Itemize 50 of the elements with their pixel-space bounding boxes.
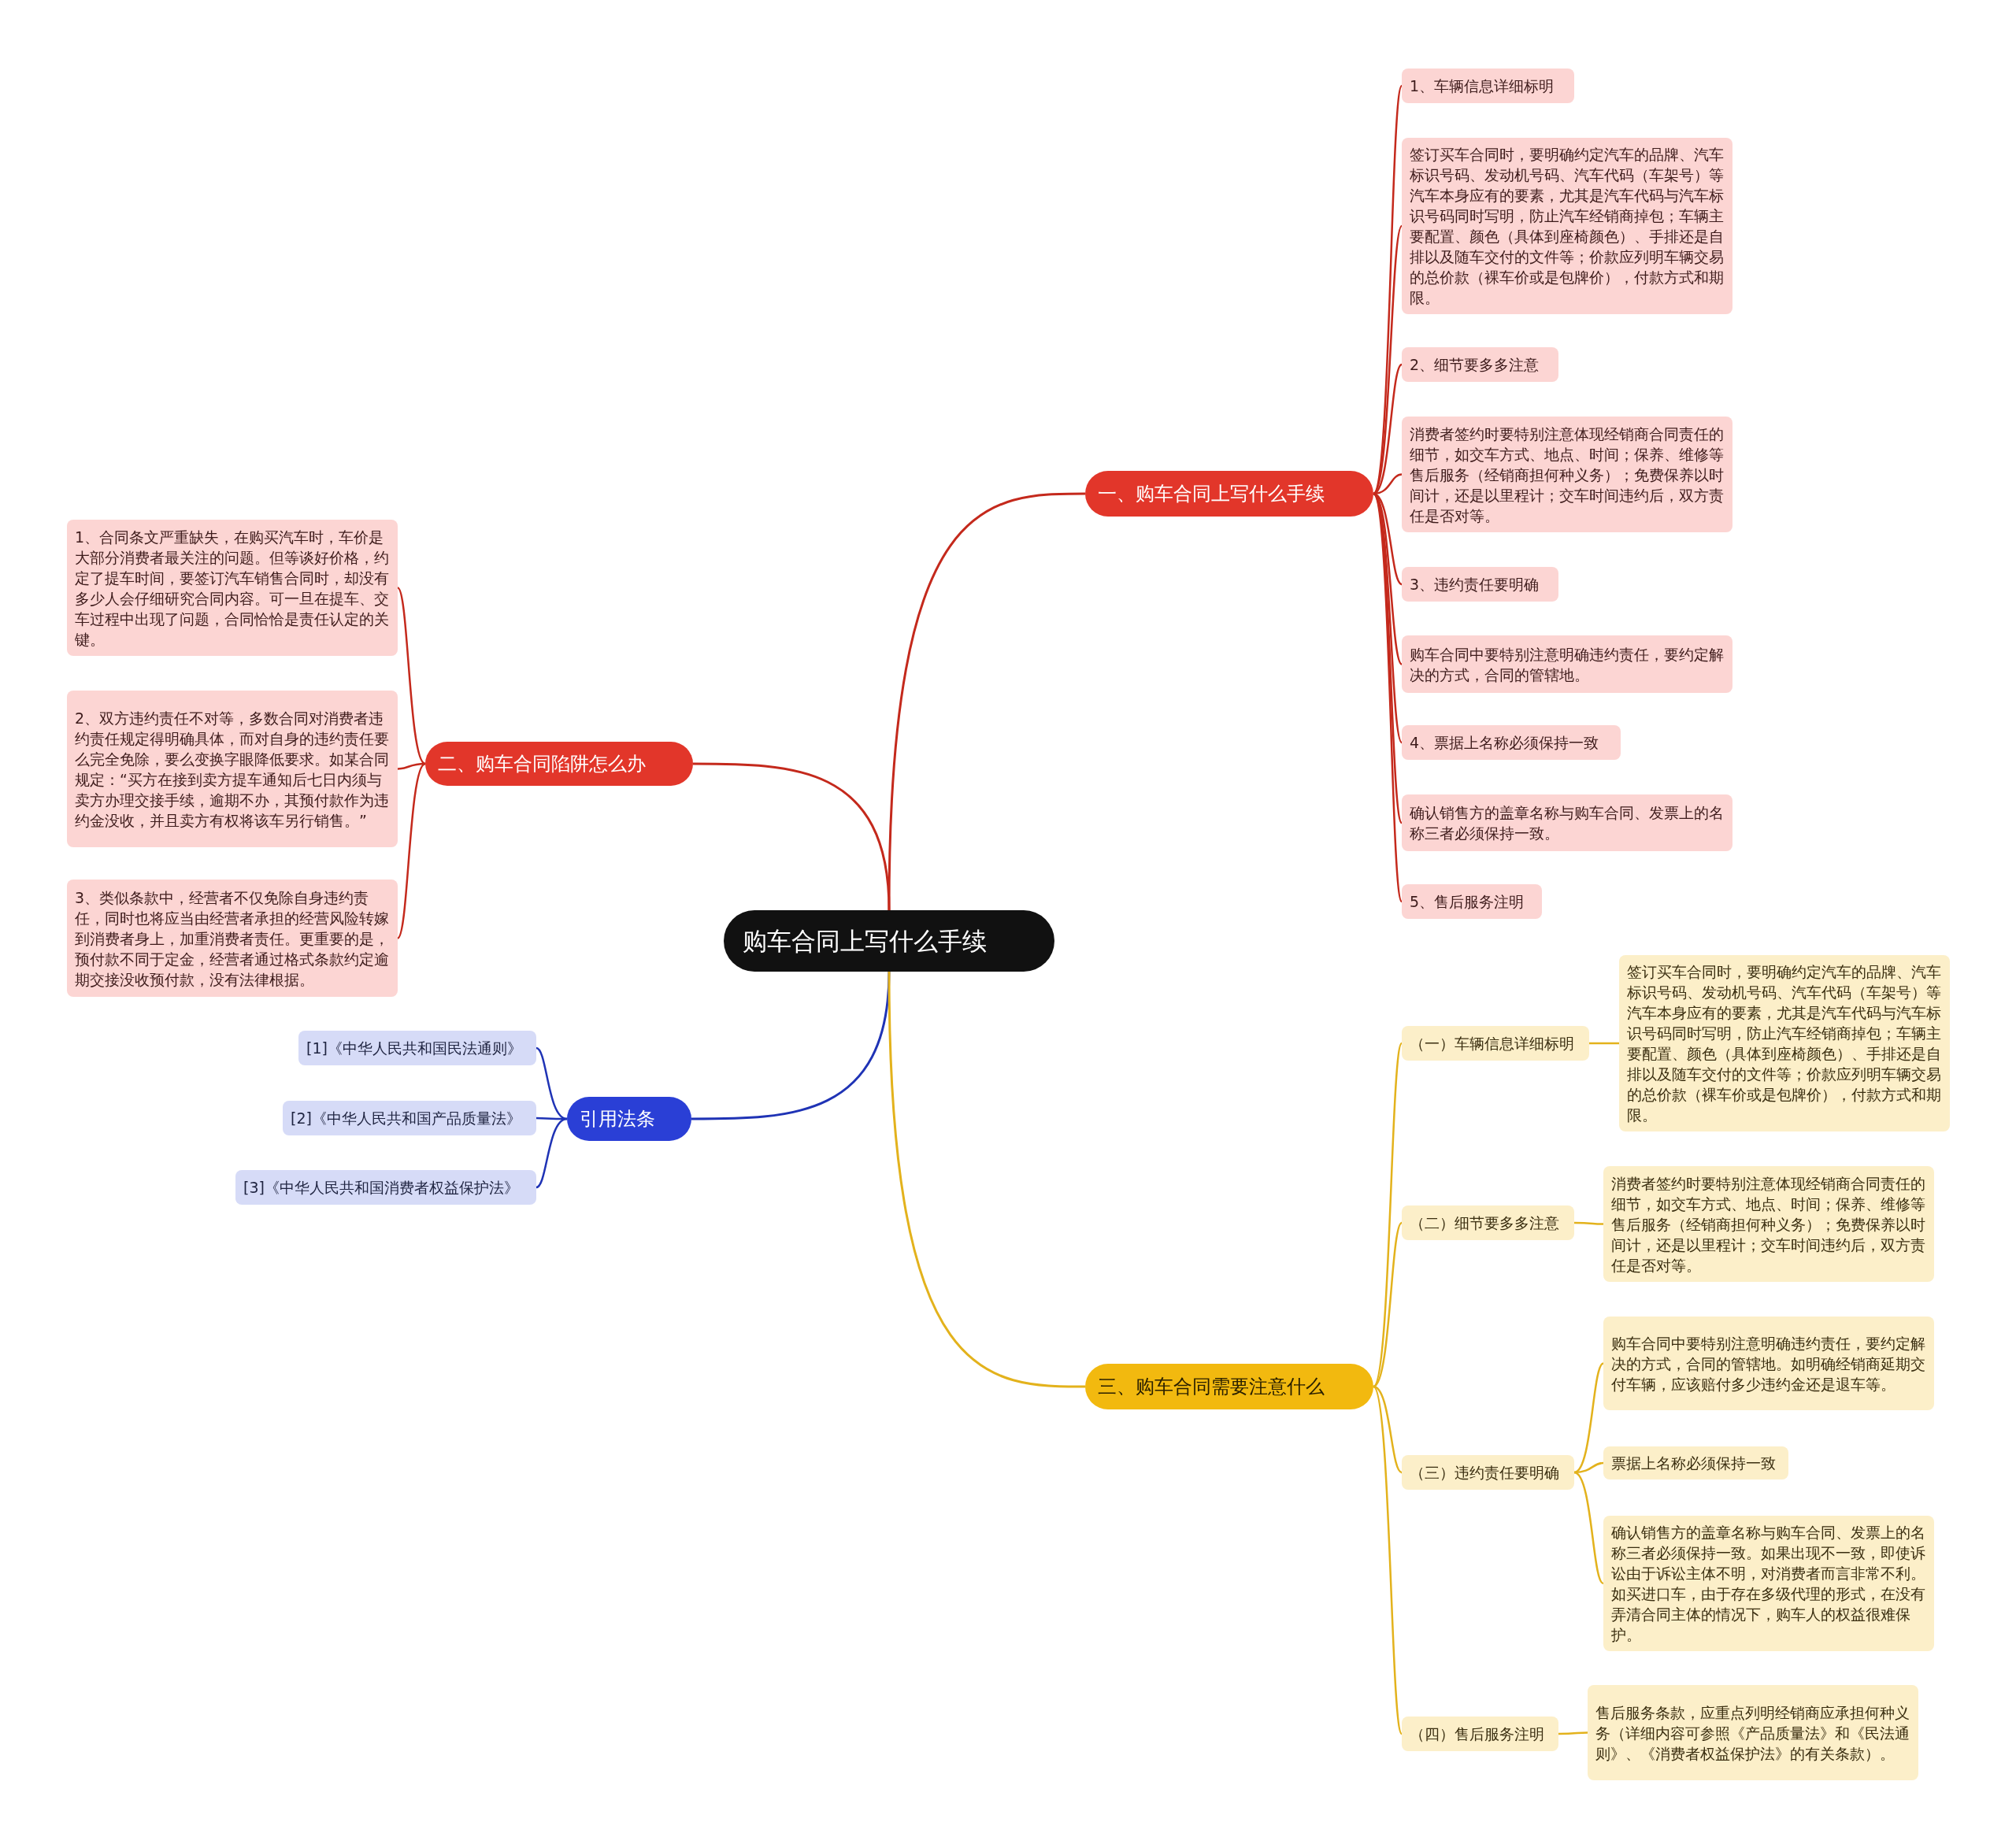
- subtopic-box: 购车合同中要特别注意明确违约责任，要约定解决的方式，合同的管辖地。如明确经销商延期交付车辆，应该赔付多少违约金还是退车等。: [1603, 1317, 1934, 1410]
- subtopic-box: 3、类似条款中，经营者不仅免除自身违约责任，同时也将应当由经营者承担的经营风险转嫁到消费者身上，加重消费者责任。更重要的是，预付款不同于定金，经营者通过格式条款约定逾期交接没收预付款，没有法律根据。: [67, 880, 398, 997]
- subtopic-box: 2、双方违约责任不对等，多数合同对消费者违约责任规定得明确具体，而对自身的违约责任要么完全免除，要么变换字眼降低要求。如某合同规定：“买方在接到卖方提车通知后七日内须与卖方办理交接手续，逾期不办，其预付款作为违约金没收，并且卖方有权将该车另行销售。”: [67, 691, 398, 847]
- subtopic-box: 3、违约责任要明确: [1402, 567, 1558, 602]
- subtopic-box: 1、合同条文严重缺失，在购买汽车时，车价是大部分消费者最关注的问题。但等谈好价格，约定了提车时间，要签订汽车销售合同时，却没有多少人会仔细研究合同内容。可一旦在提车、交车过程中出现了问题，合同恰恰是责任认定的关键。: [67, 520, 398, 656]
- subtopic-box: 1、车辆信息详细标明: [1402, 69, 1574, 103]
- subtopic-box: （一）车辆信息详细标明: [1402, 1026, 1589, 1061]
- connector-line: [1589, 1042, 1619, 1045]
- connector-line: [888, 971, 1085, 1388]
- connector-line: [1373, 1222, 1403, 1387]
- subtopic-box: （二）细节要多多注意: [1402, 1205, 1574, 1240]
- connector-line: [536, 1046, 568, 1120]
- connector-line: [1373, 1385, 1403, 1474]
- connector-line: [693, 762, 891, 911]
- connector-line: [536, 1117, 568, 1189]
- subtopic-box: 票据上名称必须保持一致: [1603, 1446, 1788, 1480]
- connector-line: [1574, 1221, 1603, 1225]
- subtopic-box: 购车合同中要特别注意明确违约责任，要约定解决的方式，合同的管辖地。: [1402, 635, 1732, 693]
- branch-topic: 一、购车合同上写什么手续: [1085, 471, 1373, 517]
- connector-line: [397, 762, 426, 770]
- subtopic-box: 确认销售方的盖章名称与购车合同、发票上的名称三者必须保持一致。: [1402, 794, 1732, 851]
- subtopic-box: 消费者签约时要特别注意体现经销商合同责任的细节，如交车方式、地点、时间；保养、维修等售后服务（经销商担何种义务）；免费保养以时间计，还是以里程计；交车时间违约后，双方责任是否对等。: [1603, 1166, 1934, 1282]
- subtopic-box: （四）售后服务注明: [1402, 1717, 1558, 1751]
- connector-line: [1372, 493, 1403, 902]
- subtopic-box: [3]《中华人民共和国消费者权益保护法》: [235, 1170, 536, 1205]
- connector-line: [1373, 225, 1403, 494]
- branch-topic: 二、购车合同陷阱怎么办: [425, 742, 693, 786]
- connector-line: [888, 492, 1085, 911]
- subtopic-box: 消费者签约时要特别注意体现经销商合同责任的细节，如交车方式、地点、时间；保养、维修等售后服务（经销商担何种义务）；免费保养以时间计，还是以里程计；交车时间违约后，双方责任是否对等。: [1402, 417, 1732, 532]
- subtopic-box: 签订买车合同时，要明确约定汽车的品牌、汽车标识号码、发动机号码、汽车代码（车架号）等汽车本身应有的要素，尤其是汽车代码与汽车标识号码同时写明，防止汽车经销商掉包；车辆主要配置、颜色（具体到座椅颜色）、手排还是自排以及随车交付的文件等；价款应列明车辆交易的总价款（裸车价或是包牌价），付款方式和期限。: [1402, 138, 1732, 314]
- connector-line: [1373, 493, 1403, 743]
- subtopic-box: 4、票据上名称必须保持一致: [1402, 725, 1621, 760]
- branch-topic: 三、购车合同需要注意什么: [1085, 1364, 1373, 1409]
- connector-line: [397, 587, 426, 765]
- subtopic-box: [1]《中华人民共和国民法通则》: [298, 1031, 536, 1065]
- subtopic-box: 售后服务条款，应重点列明经销商应承担何种义务（详细内容可参照《产品质量法》和《民法通则》、《消费者权益保护法》的有关条款）。: [1588, 1685, 1918, 1780]
- connector-line: [1573, 1471, 1604, 1584]
- subtopic-box: 签订买车合同时，要明确约定汽车的品牌、汽车标识号码、发动机号码、汽车代码（车架号）等汽车本身应有的要素，尤其是汽车代码与汽车标识号码同时写明，防止汽车经销商掉包；车辆主要配置、颜色（具体到座椅颜色）、手排还是自排以及随车交付的文件等；价款应列明车辆交易的总价款（裸车价或是包牌价），付款方式和期限。: [1619, 955, 1950, 1131]
- subtopic-box: 5、售后服务注明: [1402, 884, 1542, 919]
- subtopic-box: [2]《中华人民共和国产品质量法》: [283, 1101, 536, 1135]
- connector-line: [1573, 1362, 1604, 1474]
- central-topic: 购车合同上写什么手续: [724, 910, 1054, 972]
- subtopic-box: 确认销售方的盖章名称与购车合同、发票上的名称三者必须保持一致。如果出现不一致，即使诉讼由于诉讼主体不明，对消费者而言非常不利。如买进口车，由于存在多级代理的形式，在没有弄清合同主体的情况下，购车人的权益很难保护。: [1603, 1516, 1934, 1651]
- branch-topic: 引用法条: [567, 1097, 691, 1141]
- connector-line: [691, 971, 891, 1120]
- subtopic-box: 2、细节要多多注意: [1402, 347, 1558, 382]
- connector-line: [1558, 1731, 1588, 1735]
- connector-line: [1372, 1386, 1403, 1735]
- subtopic-box: （三）违约责任要明确: [1402, 1455, 1574, 1490]
- connector-line: [397, 763, 426, 939]
